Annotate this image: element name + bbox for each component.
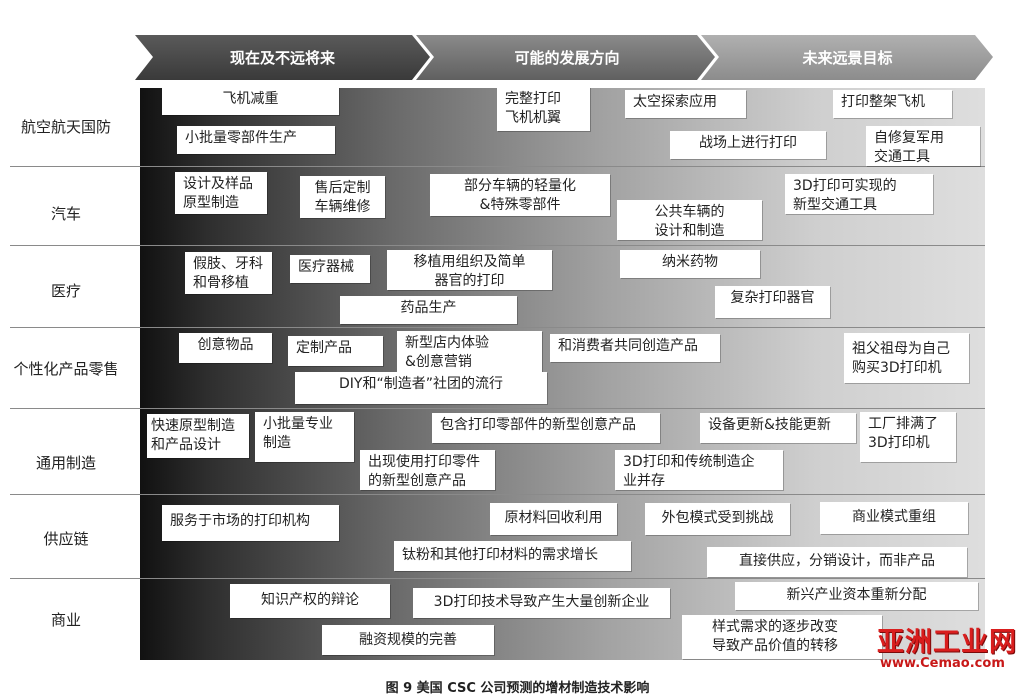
item-box: 3D打印和传统制造企 业并存: [615, 450, 783, 490]
item-box: 太空探索应用: [625, 90, 746, 118]
phase-arrow-2: [416, 35, 715, 80]
phase-arrow-1: [135, 35, 430, 80]
phase-arrows: [135, 35, 993, 80]
item-box: 设备更新&技能更新: [700, 413, 856, 443]
category-retail: 个性化产品零售: [13, 360, 119, 378]
item-box: 钛粉和其他打印材料的需求增长: [394, 541, 631, 571]
item-box: 医疗器械: [290, 255, 370, 283]
watermark-url: www.Cemao.com: [880, 656, 1005, 671]
item-box: 药品生产: [340, 296, 517, 324]
item-box: 融资规模的完善: [322, 625, 494, 655]
figure-caption: 图 9 美国 CSC 公司预测的增材制造技术影响: [385, 681, 650, 696]
watermark-logo: 亚洲工业网: [877, 627, 1017, 658]
phase-arrow-3: [701, 35, 993, 80]
item-box: 服务于市场的打印机构: [162, 505, 339, 541]
item-box: 新兴产业资本重新分配: [735, 582, 978, 610]
row-divider: [10, 166, 985, 167]
item-box: DIY和“制造者”社团的流行: [295, 372, 547, 404]
item-box: 完整打印 飞机机翼: [497, 87, 590, 131]
item-box: 商业模式重组: [820, 502, 968, 534]
category-manufacturing: 通用制造: [35, 454, 96, 472]
phase-label-1: 现在及不远将来: [229, 49, 335, 67]
category-business: 商业: [50, 611, 81, 629]
item-box: 定制产品: [288, 336, 383, 366]
item-box: 设计及样品 原型制造: [175, 172, 267, 214]
item-box: 包含打印零部件的新型创意产品: [432, 413, 660, 443]
category-medical: 医疗: [50, 282, 81, 300]
phase-header: 现在及不远将来 可能的发展方向 未来远景目标: [0, 0, 1035, 90]
item-box: 出现使用打印零件 的新型创意产品: [360, 450, 495, 490]
item-box: 3D打印技术导致产生大量创新企业: [413, 588, 670, 618]
item-box: 工厂排满了 3D打印机: [860, 412, 956, 462]
item-box: 创意物品: [179, 333, 272, 363]
item-box: 打印整架飞机: [833, 90, 952, 118]
category-automotive: 汽车: [50, 205, 81, 223]
item-box: 公共车辆的 设计和制造: [617, 200, 762, 240]
item-box: 自修复军用 交通工具: [866, 126, 980, 166]
item-box: 原材料回收利用: [490, 503, 617, 535]
phase-label-2: 可能的发展方向: [514, 49, 620, 67]
item-box: 小批量零部件生产: [177, 126, 335, 154]
item-box: 飞机减重: [162, 87, 339, 115]
item-box: 售后定制 车辆维修: [300, 176, 385, 218]
item-box: 直接供应，分销设计，而非产品: [707, 547, 967, 577]
item-box: 和消费者共同创造产品: [550, 334, 720, 362]
row-divider: [10, 327, 985, 328]
item-box: 样式需求的逐步改变 导致产品价值的转移: [682, 615, 882, 659]
category-aerospace: 航空航天国防: [20, 118, 111, 136]
category-supply-chain: 供应链: [43, 530, 89, 548]
item-box: 假肢、牙科 和骨移植: [185, 252, 272, 294]
item-box: 部分车辆的轻量化 &特殊零部件: [430, 174, 610, 216]
item-box: 3D打印可实现的 新型交通工具: [785, 174, 933, 214]
item-box: 复杂打印器官: [715, 286, 830, 318]
row-divider: [10, 408, 985, 409]
row-divider: [10, 494, 985, 495]
item-box: 移植用组织及简单 器官的打印: [387, 250, 552, 290]
item-box: 知识产权的辩论: [230, 584, 390, 618]
item-box: 外包模式受到挑战: [645, 503, 790, 535]
item-box: 战场上进行打印: [670, 131, 826, 159]
row-divider: [10, 578, 985, 579]
phase-label-3: 未来远景目标: [802, 49, 893, 67]
row-divider: [10, 245, 985, 246]
item-box: 祖父祖母为自己 购买3D打印机: [844, 333, 969, 383]
item-box: 快速原型制造 和产品设计: [147, 414, 249, 458]
item-box: 小批量专业 制造: [255, 412, 354, 462]
item-box: 纳米药物: [620, 250, 760, 278]
item-box: 新型店内体验 &创意营销: [397, 331, 542, 373]
